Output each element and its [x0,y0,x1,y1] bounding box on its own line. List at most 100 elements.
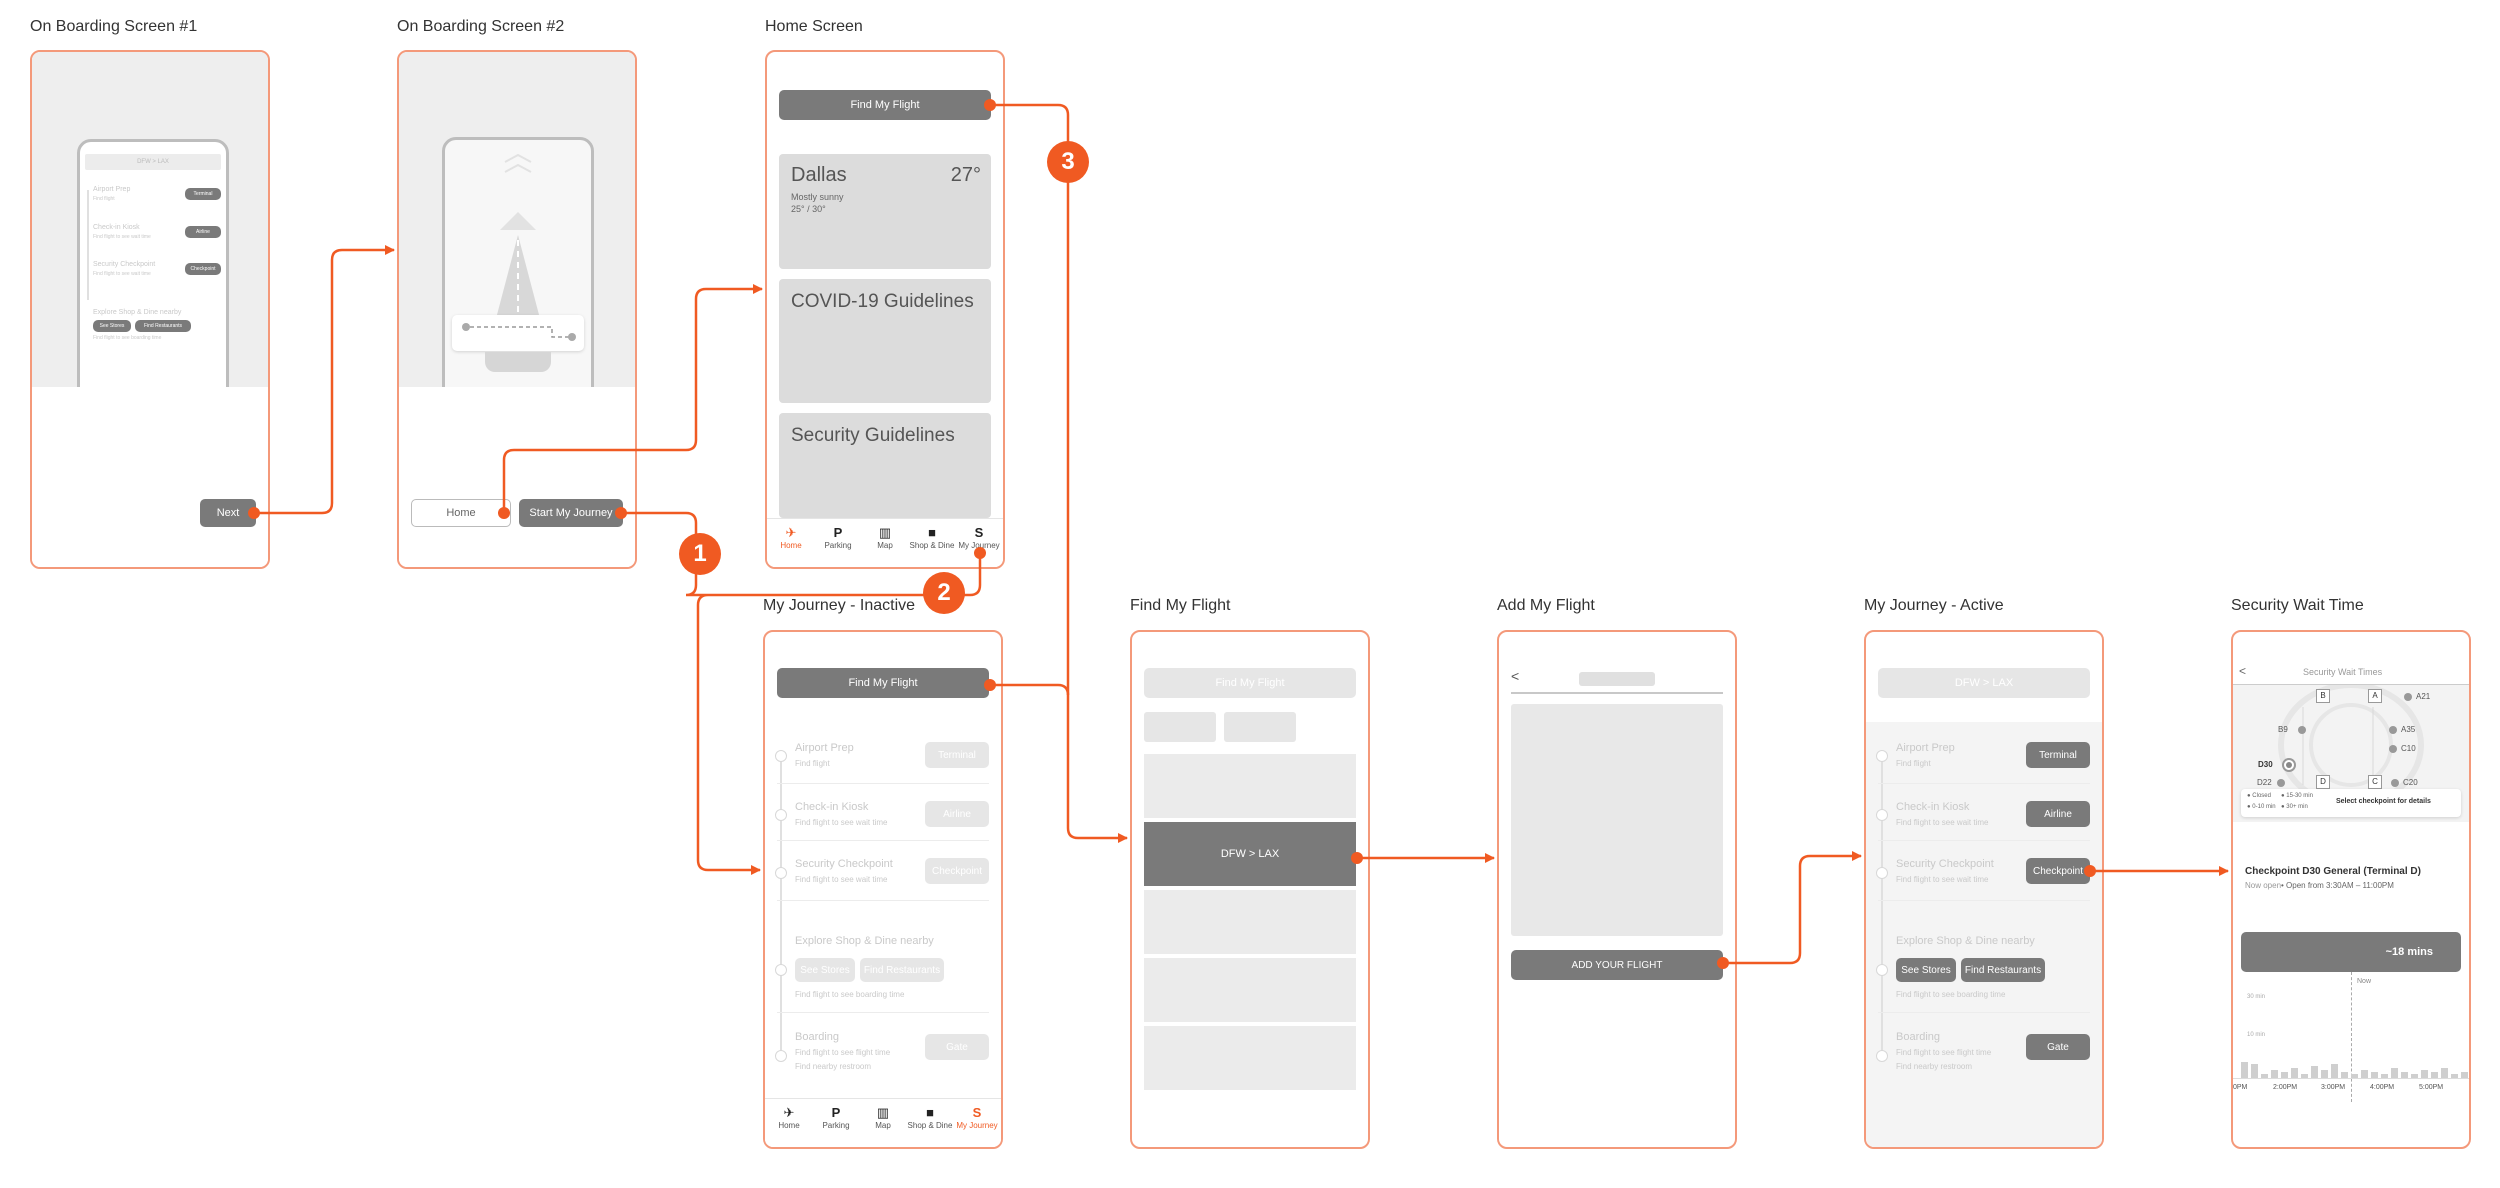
time-tick: 5:00PM [2419,1084,2444,1091]
restroom-link[interactable]: Find nearby restroom [1896,1062,1973,1071]
nav-home[interactable]: ✈Home [767,525,815,550]
filter-chip[interactable] [1224,712,1296,742]
wait-bar [2331,1064,2338,1078]
time-tick: 2:00PM [2273,1084,2298,1091]
nav-label: Map [877,541,893,550]
route-bar[interactable]: DFW > LAX [1878,668,2090,698]
add-your-flight-button[interactable]: ADD YOUR FLIGHT [1511,950,1723,980]
explore-sub: Find flight to see boarding time [1896,990,2006,999]
find-my-flight-button[interactable]: Find My Flight [779,90,991,120]
step-title: Check-in Kiosk [93,224,140,231]
airline-button[interactable]: Airline [2026,801,2090,827]
wait-bar [2391,1068,2398,1078]
journey-icon: S [972,1105,982,1120]
step-title: Security Checkpoint [1896,858,1994,870]
step-title: Airport Prep [93,186,131,193]
airline-button[interactable]: Airline [925,801,989,827]
terminal-c-marker[interactable]: C [2368,775,2382,789]
flight-row[interactable] [1144,1026,1356,1090]
terminal-d-marker[interactable]: D [2316,775,2330,789]
wait-bar [2251,1064,2258,1078]
home-frame: Find My Flight Dallas 27° Mostly sunny 2… [765,50,1005,569]
time-tick: 0PM [2233,1084,2248,1091]
find-my-flight-button[interactable]: Find My Flight [1144,668,1356,698]
see-stores-button[interactable]: See Stores [1896,958,1956,982]
flight-row[interactable] [1144,754,1356,818]
step-title: Airport Prep [1896,742,1955,754]
title-onboarding-1: On Boarding Screen #1 [30,18,198,35]
wait-bar [2271,1070,2278,1078]
gate-label: C10 [2401,744,2416,753]
covid-title: COVID-19 Guidelines [791,291,974,312]
nav-shop-dine[interactable]: ■Shop & Dine [908,525,956,550]
filter-chip[interactable] [1144,712,1216,742]
step-sub: Find flight to see wait time [93,271,151,277]
wait-bar [2431,1072,2438,1078]
security-card[interactable]: Security Guidelines [779,413,991,518]
nav-shop-dine[interactable]: ■Shop & Dine [906,1105,954,1130]
checkpoint-button[interactable]: Checkpoint [2026,858,2090,884]
find-my-flight-button[interactable]: Find My Flight [777,668,989,698]
terminal-map[interactable]: B A A21 B9 A35 C10 D30 D22 C20 D C ● Clo… [2233,685,2469,822]
covid-card[interactable]: COVID-19 Guidelines [779,279,991,403]
y-axis-label: 10 min [2247,1032,2266,1038]
map-icon: ▥ [876,1105,890,1120]
flight-row[interactable] [1144,958,1356,1022]
gate-label: B9 [2278,725,2288,734]
temperature: 27° [950,164,981,186]
title-add-flight: Add My Flight [1497,597,1595,614]
wait-bar [2361,1070,2368,1078]
now-marker [2351,972,2352,1102]
terminal-button[interactable]: Terminal [2026,742,2090,768]
nav-home[interactable]: ✈Home [765,1105,813,1130]
start-my-journey-button[interactable]: Start My Journey [519,499,623,527]
see-stores-button: See Stores [93,320,131,332]
journey-icon: S [974,525,984,540]
next-button[interactable]: Next [200,499,256,527]
nav-label: Shop & Dine [907,1121,953,1130]
nav-label: Home [778,1121,800,1130]
chart-baseline [2233,1078,2469,1079]
weather-card[interactable]: Dallas 27° Mostly sunny 25° / 30° [779,154,991,269]
boarding-title: Boarding [795,1031,840,1043]
wait-bar [2241,1062,2248,1078]
find-restaurants-button[interactable]: Find Restaurants [1961,958,2045,982]
parking-icon: P [831,1105,841,1120]
map-icon: ▥ [878,525,892,540]
restroom-link[interactable]: Find nearby restroom [795,1062,872,1071]
map-legend: ● Closed ● 15-30 min ● 0-10 min ● 30+ mi… [2241,789,2461,817]
flight-row-selected[interactable]: DFW > LAX [1144,822,1356,886]
see-stores-button[interactable]: See Stores [795,958,855,982]
wait-time-value: ~18 mins [2385,946,2433,958]
gate-label: A35 [2401,725,2416,734]
plane-icon: ✈ [785,525,797,540]
checkpoint-button[interactable]: Checkpoint [925,858,989,884]
time-tick: 3:00PM [2321,1084,2346,1091]
terminal-button[interactable]: Terminal [925,742,989,768]
home-button[interactable]: Home [411,499,511,527]
flight-row[interactable] [1144,890,1356,954]
wait-bar [2401,1072,2408,1078]
find-restaurants-button[interactable]: Find Restaurants [860,958,944,982]
terminal-a-marker[interactable]: A [2368,689,2382,703]
nav-map[interactable]: ▥Map [859,1105,907,1130]
route-path-icon [462,323,576,341]
flow-badge-2: 2 [923,572,965,614]
gate-button[interactable]: Gate [925,1034,989,1060]
back-icon[interactable]: < [2239,664,2247,678]
link-home-find-to-find-flight [990,103,1128,843]
wait-bar [2381,1074,2388,1078]
gate-button[interactable]: Gate [2026,1034,2090,1060]
step-sub: Find flight [93,196,115,202]
terminal-b-marker[interactable]: B [2316,689,2330,703]
terminal-button: Terminal [185,188,221,200]
parking-icon: P [833,525,843,540]
onboarding-2-frame: Home Start My Journey [397,50,637,569]
back-icon[interactable]: < [1511,668,1520,684]
nav-map[interactable]: ▥Map [861,525,909,550]
